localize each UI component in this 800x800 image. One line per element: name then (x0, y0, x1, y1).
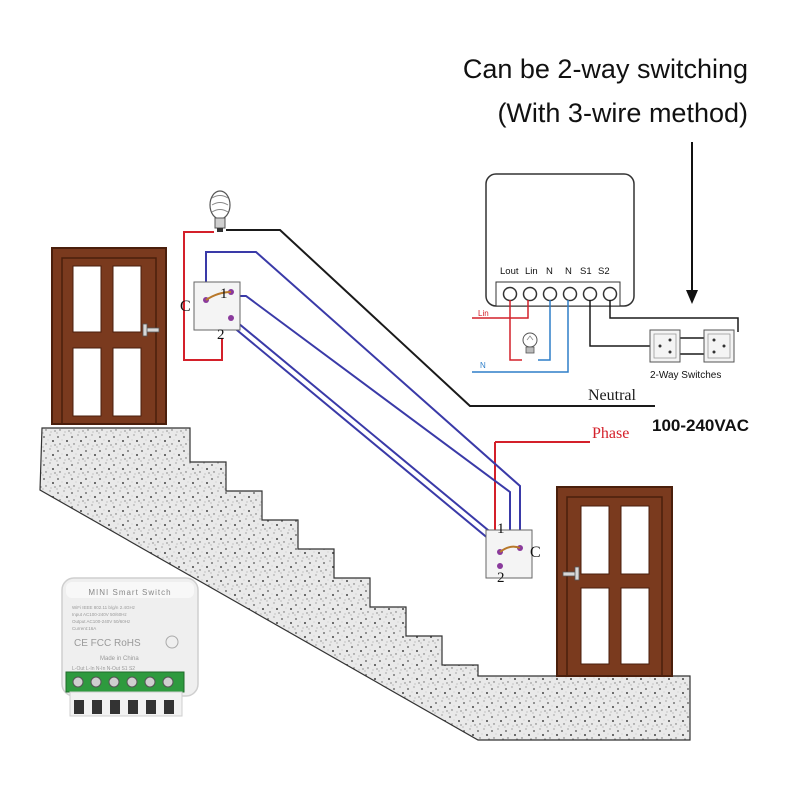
switch-lower-2-label: 2 (497, 570, 505, 586)
smart-switch-device: MINI Smart Switch WiFi IEEE 802.11 b/g/n… (61, 577, 199, 717)
terminal-label-n2: N (565, 266, 572, 277)
terminal-label-lin: Lin (525, 266, 538, 277)
door-lower (556, 486, 673, 677)
arrow-down-icon (686, 142, 698, 304)
staircase (39, 427, 691, 741)
device-origin: Made in China (100, 656, 139, 662)
switch-upper: C 1 2 (180, 281, 241, 343)
schematic-bulb-icon (522, 332, 538, 354)
module-schematic: Lout Lin N N S1 S2 Lin N (472, 142, 739, 381)
device-brand: MINI Smart Switch (88, 588, 171, 597)
switch-lower: 1 C 2 (485, 521, 541, 586)
switch-upper-2-label: 2 (217, 327, 225, 343)
wifi-icon (165, 635, 179, 649)
bulb-icon (209, 190, 231, 232)
switch-lower-c-label: C (530, 544, 541, 561)
phase-label: Phase (592, 425, 629, 442)
switch-upper-c-label: C (180, 298, 191, 315)
door-upper (51, 247, 167, 425)
voltage-label: 100-240VAC (652, 416, 749, 435)
device-terminals: L-Out L-In N-In N-Out S1 S2 (72, 666, 135, 672)
neutral-label: Neutral (588, 387, 637, 404)
schematic-n-label: N (480, 361, 486, 370)
device-marks: CE FCC RoHS (74, 638, 141, 649)
switch-lower-1-label: 1 (497, 521, 505, 537)
device-spec-3: Output AC100-240V 50/60Hz (72, 619, 131, 624)
terminal-label-n1: N (546, 266, 553, 277)
two-way-switch-left (649, 329, 681, 363)
module-terminal-screws (502, 286, 618, 302)
two-way-switch-right (703, 329, 735, 363)
schematic-lin-label: Lin (478, 309, 489, 318)
terminal-label-s1: S1 (580, 266, 592, 277)
heading-line-2: (With 3-wire method) (497, 98, 748, 128)
switch-upper-1-label: 1 (220, 286, 228, 302)
terminal-label-s2: S2 (598, 266, 610, 277)
device-terminal-screws (72, 676, 174, 688)
device-spec-2: Input AC100-240V 50/60Hz (72, 612, 128, 617)
heading-line-1: Can be 2-way switching (462, 54, 748, 84)
device-spec-4: Current:16A (72, 626, 96, 631)
two-way-switches-caption: 2-Way Switches (650, 370, 721, 381)
terminal-label-lout: Lout (500, 266, 519, 277)
device-spec-1: WiFi IEEE 802.11 b/g/n 2.4GHz (72, 605, 136, 610)
